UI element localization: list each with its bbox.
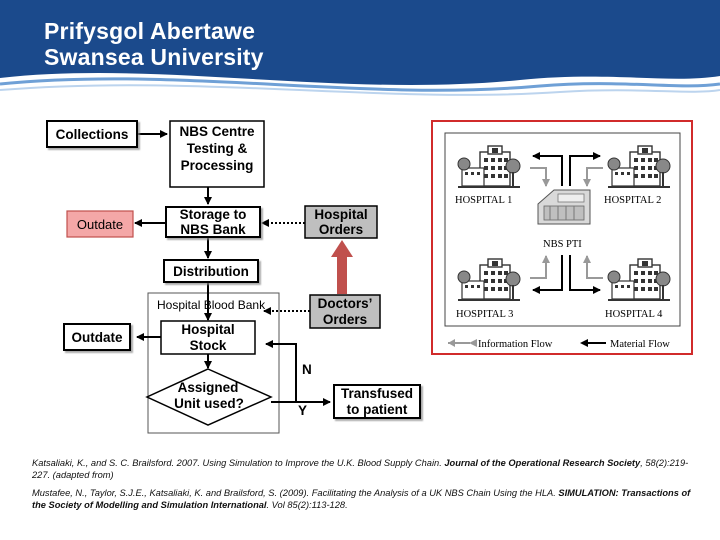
reference-2-text: Mustafee, N., Taylor, S.J.E., Katsaliaki… (32, 488, 559, 498)
info-flow-arrow-h4 (583, 255, 603, 279)
reference-2: Mustafee, N., Taylor, S.J.E., Katsaliaki… (32, 487, 694, 511)
nbs-pti-label: NBS PTI (543, 239, 582, 250)
university-name-english: Swansea University (44, 44, 264, 70)
nbs-pti-building-icon (537, 189, 591, 225)
transfused-line2: to patient (347, 402, 408, 417)
reference-1-journal: Journal of the Operational Research Soci… (444, 458, 641, 468)
doctors-orders-line2: Orders (323, 312, 367, 327)
storage-line2: NBS Bank (180, 222, 246, 237)
university-name-welsh: Prifysgol Abertawe (44, 18, 256, 44)
collections-box: Collections (46, 120, 138, 148)
nbs-centre-line1: NBS Centre (179, 124, 255, 139)
distribution-box: Distribution (163, 259, 259, 283)
references: Katsaliaki, K., and S. C. Brailsford. 20… (32, 457, 694, 517)
reference-1: Katsaliaki, K., and S. C. Brailsford. 20… (32, 457, 694, 481)
hospital-blood-bank-label: Hospital Blood Bank (157, 298, 266, 312)
reference-2-journal: SIMULATION: Transactions of the Society … (32, 488, 691, 510)
label-y: Y (298, 403, 307, 418)
material-flow-arrow-h4 (569, 255, 601, 294)
header-banner: Prifysgol Abertawe Swansea University (0, 0, 720, 98)
distribution-label: Distribution (173, 264, 249, 279)
assigned-decision-diamond: Assigned Unit used? (145, 368, 273, 426)
outdate-top-box: Outdate (66, 210, 134, 238)
transfused-line1: Transfused (341, 386, 413, 401)
info-flow-arrow-h1 (530, 167, 550, 187)
hospital-3-label: HOSPITAL 3 (456, 309, 513, 320)
transfused-box: Transfused to patient (333, 384, 421, 419)
hospital-1-label: HOSPITAL 1 (455, 195, 512, 206)
doctors-orders-box: Doctors’ Orders (309, 294, 381, 329)
hospital-orders-line2: Orders (319, 222, 363, 237)
hospital-2-label: HOSPITAL 2 (604, 195, 661, 206)
legend-info-label: Information Flow (478, 339, 553, 350)
reference-2-details: . Vol 85(2):113-128. (266, 500, 348, 510)
hospital-stock-line2: Stock (190, 338, 227, 353)
red-up-arrow (331, 240, 353, 294)
collections-label: Collections (56, 127, 129, 142)
hospital-orders-box: Hospital Orders (304, 205, 378, 239)
hospital-stock-box: Hospital Stock (160, 320, 256, 355)
nbs-centre-line2: Testing & (187, 141, 248, 156)
material-flow-arrow-h3 (532, 255, 563, 294)
reference-1-text: Katsaliaki, K., and S. C. Brailsford. 20… (32, 458, 445, 468)
material-flow-arrow-h1 (532, 152, 563, 186)
outdate-bottom-label: Outdate (71, 330, 122, 345)
banner-waves (0, 73, 720, 98)
label-n: N (302, 362, 312, 377)
outdate-top-label: Outdate (77, 217, 123, 232)
outdate-bottom-box: Outdate (63, 323, 131, 351)
hospital-stock-line1: Hospital (181, 322, 234, 337)
storage-line1: Storage to (180, 207, 247, 222)
material-flow-arrow-h2 (569, 152, 601, 186)
info-flow-arrow-h3 (530, 255, 550, 279)
nbs-centre-line3: Processing (181, 158, 254, 173)
nbs-centre-box: NBS Centre Testing & Processing (169, 120, 265, 188)
storage-box: Storage to NBS Bank (165, 206, 261, 238)
hospital-4-label: HOSPITAL 4 (605, 309, 663, 320)
assigned-line1: Assigned (178, 380, 239, 395)
assigned-line2: Unit used? (174, 396, 244, 411)
doctors-orders-line1: Doctors’ (318, 296, 373, 311)
hospital-orders-line1: Hospital (314, 207, 367, 222)
legend-material-label: Material Flow (610, 339, 670, 350)
reference-1-details: , 58(2):219-227. (adapted from) (32, 458, 689, 480)
info-flow-arrow-h2 (583, 167, 603, 187)
